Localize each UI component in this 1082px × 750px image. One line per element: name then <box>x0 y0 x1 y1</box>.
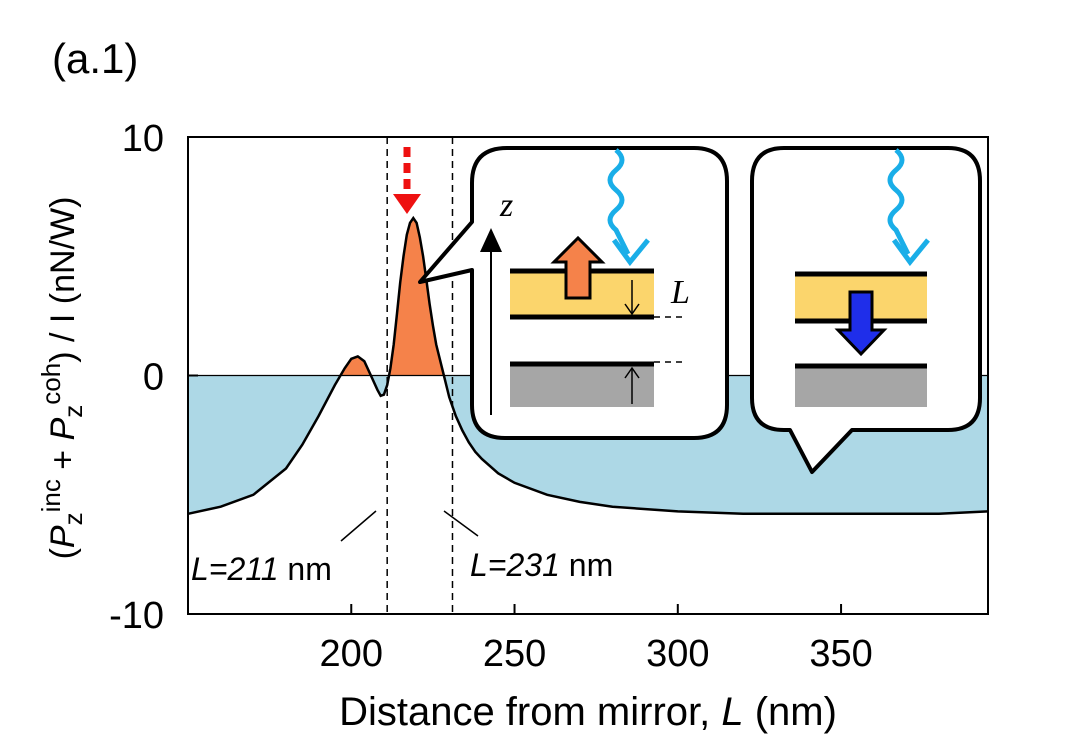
y-tick-label-0: 0 <box>143 357 164 399</box>
inset-illustration-down <box>750 146 982 474</box>
annotation-211: L=211 nm <box>191 551 332 587</box>
reference-lines <box>386 137 454 614</box>
red-dashed-arrow <box>393 147 421 214</box>
z-axis-arrowhead <box>480 228 502 252</box>
photon-squiggle-2 <box>887 148 911 256</box>
ticks: 200 250 300 350 10 0 -10 <box>109 118 873 675</box>
photon-squiggle <box>607 148 631 256</box>
panel-label: (a.1) <box>52 35 138 82</box>
y-axis-title: (Pzinc + Pzcoh) / I (nN/W) <box>36 197 88 560</box>
x-tick-label-350: 350 <box>809 633 872 675</box>
y-tick-label-10: 10 <box>122 118 164 160</box>
curve-layer <box>187 215 989 516</box>
annotation-231: L=231 nm <box>470 547 613 583</box>
x-tick-label-250: 250 <box>483 633 546 675</box>
photon-arrowhead <box>611 238 650 267</box>
data-curve <box>187 215 989 516</box>
z-axis-label: z <box>499 187 513 224</box>
y-tick-label--10: -10 <box>109 595 164 637</box>
inset-illustration-up: z L <box>418 146 729 440</box>
force-down-arrow <box>834 290 888 357</box>
force-up-arrow <box>550 235 606 300</box>
gap-label: L <box>670 274 690 311</box>
mirror-block-2 <box>795 366 927 407</box>
x-axis-title: Distance from mirror, L (nm) <box>339 690 837 734</box>
x-tick-label-200: 200 <box>320 633 383 675</box>
leader-line-231 <box>443 510 479 537</box>
x-tick-label-300: 300 <box>646 633 709 675</box>
photon-arrowhead-2 <box>891 238 930 267</box>
leader-line-211 <box>340 510 377 542</box>
